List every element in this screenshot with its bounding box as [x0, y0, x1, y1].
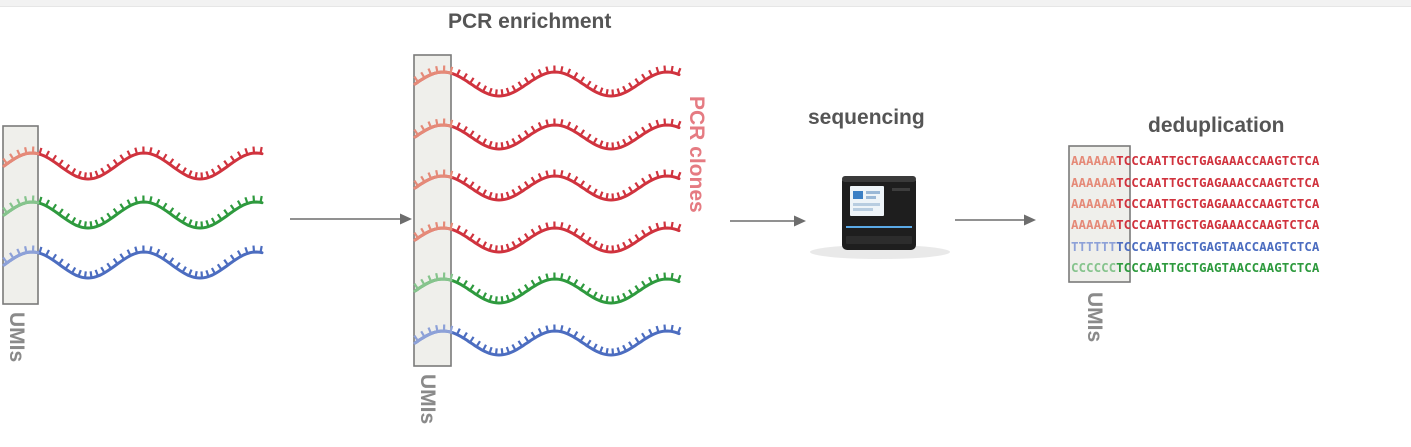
read-sequence: TCCCAATTGCTGAGAAACCAAGTCTCA: [1116, 175, 1320, 190]
read-row: CCCCCCTCCCAATTGCTGAGTAACCAAGTCTCA: [1071, 260, 1320, 275]
pcr-enrichment-title: PCR enrichment: [448, 10, 611, 33]
dna-strand: [413, 221, 682, 254]
arrow-to-deduplication: [955, 214, 1036, 226]
read-umi: AAAAAA: [1071, 175, 1117, 190]
sequencing-stage: sequencing: [808, 106, 950, 259]
read-umi: AAAAAA: [1071, 217, 1117, 232]
read-sequence: TCCCAATTGCTGAGAAACCAAGTCTCA: [1116, 153, 1320, 168]
read-umi: CCCCCC: [1071, 260, 1116, 275]
read-sequence: TCCCAATTGCTGAGTAACCAAGTCTCA: [1116, 260, 1320, 275]
read-row: AAAAAATCCCAATTGCTGAGAAACCAAGTCTCA: [1071, 153, 1320, 168]
read-row: TTTTTTTCCCAATTGCTGAGTAACCAAGTCTCA: [1071, 239, 1320, 254]
read-sequence: TCCCAATTGCTGAGTAACCAAGTCTCA: [1116, 239, 1320, 254]
read-umi: AAAAAA: [1071, 196, 1117, 211]
top-rule: [0, 0, 1411, 7]
dna-strand: [413, 65, 682, 98]
read-row: AAAAAATCCCAATTGCTGAGAAACCAAGTCTCA: [1071, 196, 1320, 211]
dna-strand: [2, 195, 264, 230]
umi-box-pcr: [413, 54, 452, 367]
umi-box-reads: [1068, 145, 1131, 283]
arrow-to-sequencing: [730, 215, 806, 227]
read-sequence: TCCCAATTGCTGAGAAACCAAGTCTCA: [1116, 217, 1320, 232]
sequencer-icon: [810, 176, 950, 259]
pcr-clones-label: PCR clones: [685, 96, 708, 213]
sequencing-title: sequencing: [808, 106, 925, 129]
dna-strand: [413, 118, 682, 151]
dna-strand: [2, 245, 264, 280]
sequenced-reads: AAAAAATCCCAATTGCTGAGAAACCAAGTCTCA AAAAAA…: [1071, 153, 1320, 275]
read-umi: TTTTTT: [1071, 239, 1116, 254]
dna-strand: [413, 272, 682, 305]
pcr-enrichment-stage: PCR enrichment PCR clones UMIs: [413, 10, 708, 424]
read-row: AAAAAATCCCAATTGCTGAGAAACCAAGTCTCA: [1071, 217, 1320, 232]
umis-label-reads: UMIs: [1083, 292, 1106, 342]
dna-strand: [413, 169, 682, 202]
umis-label-pcr: UMIs: [416, 374, 439, 424]
initial-molecules: UMIs: [2, 125, 264, 362]
arrow-to-pcr: [290, 213, 412, 225]
read-umi: AAAAAA: [1071, 153, 1117, 168]
dna-strand: [413, 324, 682, 357]
deduplication-stage: deduplication AAAAAATCCCAATTGCTGAGAAACCA…: [1068, 114, 1320, 342]
read-row: AAAAAATCCCAATTGCTGAGAAACCAAGTCTCA: [1071, 175, 1320, 190]
read-sequence: TCCCAATTGCTGAGAAACCAAGTCTCA: [1116, 196, 1320, 211]
deduplication-title: deduplication: [1148, 114, 1285, 137]
umis-label-initial: UMIs: [5, 312, 28, 362]
dna-strand: [2, 146, 264, 181]
